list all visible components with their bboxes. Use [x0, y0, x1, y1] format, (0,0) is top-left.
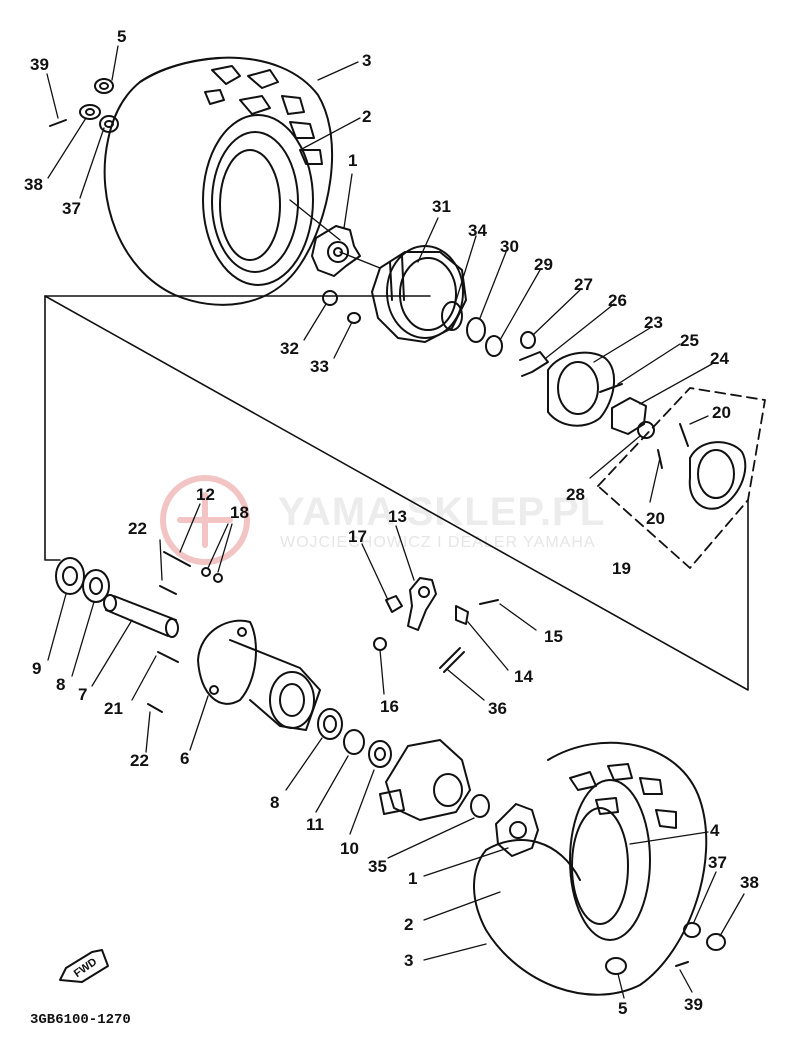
watermark-subtitle: WOJCIECHOWICZ I DEALER YAMAHA [280, 534, 596, 551]
washer-18-b [213, 573, 223, 583]
callout-16: 16 [380, 697, 399, 716]
spring-36 [439, 647, 465, 673]
callout-24: 24 [710, 349, 729, 368]
callout-36: 36 [488, 699, 507, 718]
oring-35 [470, 794, 490, 818]
callout-38-bottom: 38 [740, 873, 759, 892]
bolt-21 [157, 651, 179, 663]
nut-27 [520, 331, 536, 349]
cover-24 [611, 397, 647, 435]
seal-10 [368, 740, 392, 768]
washer-18-a [201, 567, 211, 577]
callout-22-bottom: 22 [130, 751, 149, 770]
brake-shoe-box [597, 387, 766, 569]
washer-33 [347, 312, 361, 324]
bottom-hardware [605, 922, 726, 975]
brake-shoes [657, 423, 747, 510]
oring-28 [637, 421, 655, 439]
callout-20-b: 20 [646, 509, 665, 528]
callout-27: 27 [574, 275, 593, 294]
callout-11: 11 [306, 815, 324, 834]
bolt-15 [479, 599, 499, 605]
bolt-22-bottom [147, 703, 163, 713]
washer-29 [485, 335, 503, 357]
callout-35: 35 [368, 857, 387, 876]
callout-14: 14 [514, 667, 533, 686]
callout-34: 34 [468, 221, 487, 240]
callout-20-a: 20 [712, 403, 731, 422]
callout-39-top: 39 [30, 55, 49, 74]
callout-17: 17 [348, 527, 367, 546]
final-drive-case [379, 739, 471, 821]
callout-5-bottom: 5 [618, 999, 628, 1018]
lock-26 [519, 351, 549, 377]
spacer-11 [343, 729, 365, 755]
part-code: 3GB6100-1270 [30, 1012, 131, 1028]
top-tire [103, 56, 334, 306]
callout-10: 10 [340, 839, 359, 858]
callout-30: 30 [500, 237, 519, 256]
callout-29: 29 [534, 255, 553, 274]
brake-lever-13 [407, 577, 437, 631]
callout-37-top: 37 [62, 199, 81, 218]
callout-33: 33 [310, 357, 329, 376]
bolt-32 [322, 290, 338, 306]
callout-31: 31 [432, 197, 451, 216]
callout-2-top: 2 [362, 107, 372, 126]
top-wheel-hub [311, 225, 361, 277]
seal-34 [441, 301, 463, 331]
callout-28: 28 [566, 485, 585, 504]
callout-6: 6 [180, 749, 190, 768]
callout-21: 21 [104, 699, 123, 718]
callout-2-bottom: 2 [404, 915, 414, 934]
bearing-30 [466, 317, 486, 343]
callout-4: 4 [710, 821, 720, 840]
pin-17 [385, 595, 403, 613]
callout-8-bottom: 8 [270, 793, 280, 812]
callout-37-bottom: 37 [708, 853, 727, 872]
leader-lines [46, 45, 745, 999]
callout-39-bottom: 39 [684, 995, 703, 1014]
watermark-title: YAMA SKLEP.PL [278, 490, 606, 534]
callout-8-left: 8 [56, 675, 66, 694]
bottom-wheel-hub [495, 803, 539, 857]
seal-9 [55, 557, 85, 595]
callout-1-bottom: 1 [408, 869, 418, 888]
callout-19: 19 [612, 559, 631, 578]
axle-housing-6 [197, 619, 321, 731]
callout-38-top: 38 [24, 175, 43, 194]
callout-7: 7 [78, 685, 88, 704]
callout-1-top: 1 [348, 151, 358, 170]
bolt-12 [163, 551, 191, 567]
callout-26: 26 [608, 291, 627, 310]
callout-32: 32 [280, 339, 299, 358]
callout-23: 23 [644, 313, 663, 332]
bolt-22-top [159, 585, 177, 595]
bearing-8-left [82, 569, 110, 603]
brake-plate-23 [547, 351, 616, 427]
callout-5-top: 5 [117, 27, 127, 46]
callout-3-top: 3 [362, 51, 372, 70]
axle-tube-7 [103, 594, 179, 638]
callout-9: 9 [32, 659, 42, 678]
bearing-8-bottom [317, 708, 343, 740]
top-hardware [49, 78, 119, 133]
watermark-logo [160, 475, 250, 565]
plate-14 [455, 605, 469, 625]
callout-22-top: 22 [128, 519, 147, 538]
callout-25: 25 [680, 331, 699, 350]
cam-25 [599, 383, 623, 393]
callout-18: 18 [230, 503, 249, 522]
bottom-tire [473, 741, 708, 996]
nut-16 [373, 637, 387, 651]
callout-3-bottom: 3 [404, 951, 414, 970]
callout-12: 12 [196, 485, 215, 504]
callout-13: 13 [388, 507, 407, 526]
fwd-arrow-icon [59, 949, 109, 983]
callout-15: 15 [544, 627, 563, 646]
